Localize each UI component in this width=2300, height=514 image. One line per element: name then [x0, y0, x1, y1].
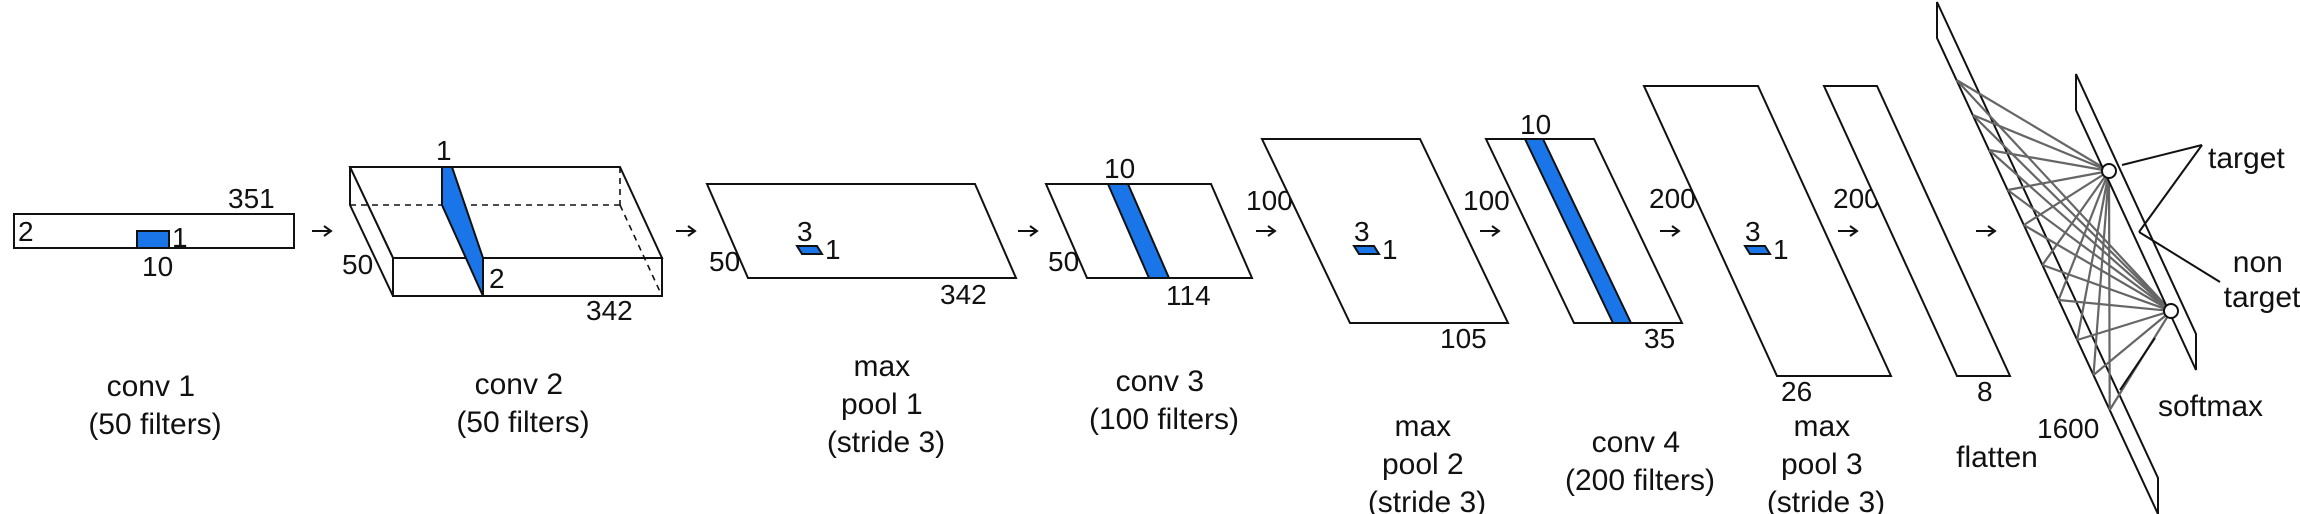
conv2-width-label: 342	[586, 295, 633, 326]
conv3-caption: conv 3 (100 filters)	[1089, 365, 1239, 436]
maxpool2-kernel-h-label: 1	[1382, 234, 1398, 265]
layer-conv2: 1 2 50 342 conv 2 (50 filters)	[342, 135, 664, 439]
conv2-front-face	[392, 257, 663, 297]
fc-connection-line	[2041, 170, 2110, 266]
maxpool3-plane	[1642, 85, 1893, 377]
fc-connection-line	[1972, 114, 2172, 312]
conv1-width-label: 351	[228, 183, 275, 214]
target-label: target	[2208, 142, 2285, 175]
conv4-depth-label: 100	[1463, 185, 1510, 216]
fc-connection-line	[2058, 298, 2172, 313]
fc-connection-line	[2076, 170, 2111, 341]
maxpool1-depth-label: 50	[709, 246, 740, 277]
non-target-node	[2163, 303, 2179, 319]
arrow-7	[1838, 225, 1859, 237]
flatten-caption: flatten	[1956, 441, 2038, 474]
maxpool1-caption: max pool 1 (stride 3)	[827, 350, 945, 459]
softmax-label: softmax	[2158, 390, 2263, 423]
fc-connection-line	[2042, 263, 2172, 313]
fc-connection-line	[2006, 189, 2172, 312]
fc-connection-line	[2092, 170, 2111, 376]
arrow-8	[1976, 225, 1997, 237]
fc-connections	[1955, 79, 2172, 411]
conv1-kernel-h-label: 1	[172, 222, 188, 253]
maxpool2-width-label: 105	[1440, 323, 1487, 354]
maxpool1-kernel-w-label: 3	[797, 216, 813, 247]
maxpool3-kernel	[1743, 245, 1772, 255]
maxpool3-kernel-h-label: 1	[1773, 234, 1789, 265]
fc-connection-line	[2057, 170, 2111, 301]
conv1-depth-label: 2	[18, 216, 34, 247]
fc-connection-line	[1972, 113, 2110, 173]
maxpool2-depth-label: 100	[1246, 185, 1293, 216]
maxpool3-caption: max pool 3 (stride 3)	[1767, 410, 1885, 514]
conv3-width-label: 114	[1166, 280, 1211, 311]
conv2-depth-label: 50	[342, 249, 373, 280]
fc-connection-line	[1955, 79, 2172, 312]
arrow-3	[1018, 225, 1039, 237]
conv4-kernel	[1523, 138, 1633, 324]
conv3-depth-label: 50	[1048, 246, 1079, 277]
conv2-top-face	[348, 166, 664, 259]
layer-maxpool2: 3 1 105 max pool 2 (stride 3)	[1260, 138, 1510, 514]
conv2-kernel-side-label: 2	[489, 263, 505, 294]
conv4-kernel-top-label: 10	[1520, 109, 1551, 140]
fc-connection-line	[2092, 310, 2172, 376]
arrow-2	[676, 225, 697, 237]
conv4-width-label: 35	[1644, 323, 1675, 354]
maxpool2-kernel	[1352, 245, 1381, 255]
maxpool3-kernel-w-label: 3	[1745, 216, 1761, 247]
fully-connected-layer: 1600 target non target softmax	[1936, 1, 2300, 514]
conv2-kernel	[441, 166, 484, 297]
fc-connection-line	[2023, 170, 2110, 226]
conv4-caption: conv 4 (200 filters)	[1565, 426, 1715, 497]
arrow-6	[1660, 225, 1681, 237]
maxpool1-width-label: 342	[940, 279, 987, 310]
maxpool3-width-label: 26	[1781, 376, 1812, 407]
flatten-width-label: 8	[1977, 376, 1993, 407]
conv1-kernel-w-label: 10	[142, 251, 173, 282]
arrow-1	[312, 225, 333, 237]
fc-connection-line	[1955, 79, 2110, 172]
conv1-caption: conv 1 (50 filters)	[88, 370, 221, 441]
flatten-plane	[1822, 85, 2012, 377]
fc-connection-line	[2107, 170, 2111, 411]
arrow-5	[1480, 225, 1501, 237]
conv2-caption: conv 2 (50 filters)	[456, 368, 589, 439]
conv3-kernel-top-label: 10	[1104, 153, 1135, 184]
maxpool3-depth-label: 200	[1649, 183, 1696, 214]
softmax-plane	[2075, 73, 2197, 371]
maxpool2-caption: max pool 2 (stride 3)	[1368, 410, 1486, 514]
layer-conv1: 2 351 1 10 conv 1 (50 filters)	[13, 183, 295, 441]
maxpool1-plane	[705, 183, 1018, 279]
layer-conv3: 10 50 114 conv 3 (100 filters)	[1044, 153, 1254, 436]
dense-size-label: 1600	[2037, 413, 2099, 444]
conv1-kernel	[136, 230, 170, 249]
non-target-label: non target	[2224, 246, 2300, 314]
fc-connection-line	[1988, 148, 2110, 173]
layer-flatten: 8 flatten	[1822, 85, 2038, 474]
fc-connection-line	[2007, 169, 2110, 192]
maxpool2-kernel-w-label: 3	[1354, 216, 1370, 247]
layer-conv4: 10 35 conv 4 (200 filters)	[1484, 109, 1715, 497]
conv2-side-face	[349, 166, 394, 297]
layer-maxpool1: 3 1 50 342 max pool 1 (stride 3)	[705, 183, 1018, 459]
fc-connection-line	[1988, 149, 2172, 312]
conv3-kernel	[1106, 183, 1171, 279]
arrow-4	[1256, 225, 1277, 237]
layer-maxpool3: 3 1 26 max pool 3 (stride 3)	[1642, 85, 1893, 514]
maxpool1-kernel	[795, 245, 824, 255]
maxpool2-plane	[1260, 138, 1510, 324]
fc-connection-line	[2023, 224, 2172, 312]
maxpool1-kernel-h-label: 1	[825, 234, 841, 265]
target-node	[2101, 163, 2117, 179]
fc-connection-line	[2076, 309, 2172, 342]
conv2-kernel-top-label: 1	[436, 135, 452, 166]
